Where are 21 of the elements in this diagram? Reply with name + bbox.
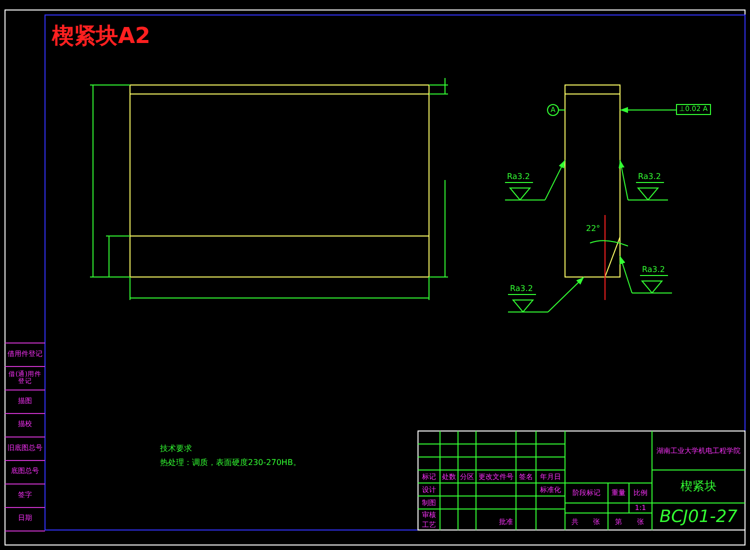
notes-heading: 技术要求 [160,445,192,453]
side-view-drawing [564,84,620,278]
roughness-label: Ra3.2 [640,266,668,276]
leader-line [544,160,566,200]
roughness-symbol [632,266,672,294]
leader-line [618,160,628,200]
technical-note: 热处理：调质，表面硬度230-270HB。 [160,459,301,467]
drawing-title: 楔紧块A2 [52,26,150,48]
roughness-symbol [505,173,545,201]
part-name: 楔紧块 [680,478,718,495]
angle-dimension: 22° [586,225,600,233]
drawing-number: BCJ01-27 [658,506,738,528]
roughness-label: Ra3.2 [636,173,664,183]
leader-line [620,107,676,113]
front-view-drawing [130,84,430,278]
leader-line [548,276,584,312]
roughness-symbol [508,285,548,313]
leader-line [620,256,632,294]
roughness-symbol [628,173,668,201]
roughness-label: Ra3.2 [508,285,536,295]
roughness-label: Ra3.2 [505,173,534,183]
